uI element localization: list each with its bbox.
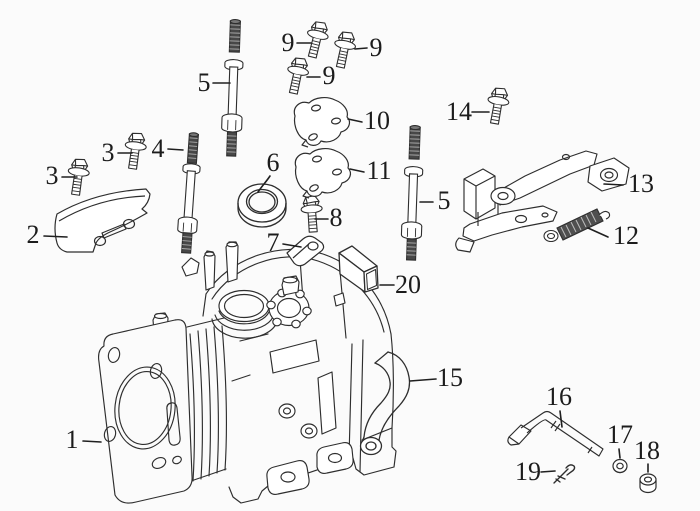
part-11-plate bbox=[294, 148, 352, 199]
part-18-nut bbox=[639, 473, 657, 494]
callout-6-leader bbox=[257, 175, 271, 193]
callout-10-label: 10 bbox=[364, 106, 390, 135]
part-13-control-bracket bbox=[455, 150, 630, 253]
callout-4-label: 4 bbox=[152, 134, 165, 163]
part-3-flange-bolt-right bbox=[121, 131, 149, 171]
part-8-flange-bolt bbox=[299, 194, 325, 234]
callout-9b-leader bbox=[354, 47, 368, 50]
callout-1-label: 1 bbox=[66, 425, 79, 454]
callout-6-label: 6 bbox=[267, 148, 280, 177]
part-19-cotter-clip bbox=[553, 464, 576, 484]
callout-17-leader bbox=[618, 448, 621, 459]
callout-11-label: 11 bbox=[366, 156, 391, 185]
part-7-clip-plate bbox=[286, 235, 325, 267]
part-9-flange-bolt-a bbox=[301, 19, 332, 61]
callout-3b-label: 3 bbox=[102, 138, 115, 167]
part-14-flange-bolt bbox=[483, 85, 512, 126]
callout-19-label: 19 bbox=[515, 457, 541, 486]
part-12-spring bbox=[543, 208, 611, 243]
callout-12-leader bbox=[587, 227, 609, 238]
callout-15-leader bbox=[409, 378, 437, 382]
callout-14-label: 14 bbox=[446, 97, 472, 126]
callout-15-label: 15 bbox=[437, 363, 463, 392]
part-10-plate bbox=[293, 96, 351, 148]
part-15-breather-hose bbox=[359, 351, 411, 456]
callout-3a-label: 3 bbox=[46, 161, 59, 190]
callout-19-leader bbox=[540, 470, 556, 473]
part-5-stud-left bbox=[221, 18, 244, 157]
callout-5b-label: 5 bbox=[438, 186, 451, 215]
callout-12-label: 12 bbox=[613, 221, 639, 250]
part-20-block bbox=[338, 245, 379, 293]
part-1-cylinder-block-assembly bbox=[97, 241, 397, 504]
part-2-curved-shield bbox=[54, 188, 151, 253]
cylinder-head-gasket bbox=[97, 319, 193, 504]
callout-9c-label: 9 bbox=[323, 61, 336, 90]
part-16-governor-rod bbox=[507, 410, 604, 457]
part-5-stud-right bbox=[400, 124, 424, 261]
callout-13-leader bbox=[603, 183, 624, 186]
callout-16-leader bbox=[559, 410, 563, 428]
callout-7-label: 7 bbox=[267, 228, 280, 257]
callout-18-label: 18 bbox=[634, 436, 660, 465]
callout-20-label: 20 bbox=[395, 270, 421, 299]
callout-10-leader bbox=[347, 118, 363, 123]
callout-9b-label: 9 bbox=[370, 33, 383, 62]
callout-5a-label: 5 bbox=[198, 68, 211, 97]
callout-16-label: 16 bbox=[546, 382, 572, 411]
callout-2-label: 2 bbox=[27, 220, 40, 249]
callout-7-leader bbox=[282, 243, 302, 248]
callout-4-leader bbox=[167, 148, 184, 151]
callout-11-leader bbox=[349, 168, 365, 173]
part-17-washer bbox=[612, 458, 628, 474]
part-4-stud bbox=[177, 132, 201, 254]
callout-2-leader bbox=[43, 235, 68, 238]
callout-1-leader bbox=[82, 440, 102, 443]
part-9-flange-bolt-c bbox=[282, 55, 312, 97]
callout-9a-label: 9 bbox=[282, 28, 295, 57]
callout-8-label: 8 bbox=[330, 203, 343, 232]
callout-17-label: 17 bbox=[607, 420, 633, 449]
part-6-seal-ring bbox=[237, 183, 287, 228]
callout-13-label: 13 bbox=[628, 169, 654, 198]
